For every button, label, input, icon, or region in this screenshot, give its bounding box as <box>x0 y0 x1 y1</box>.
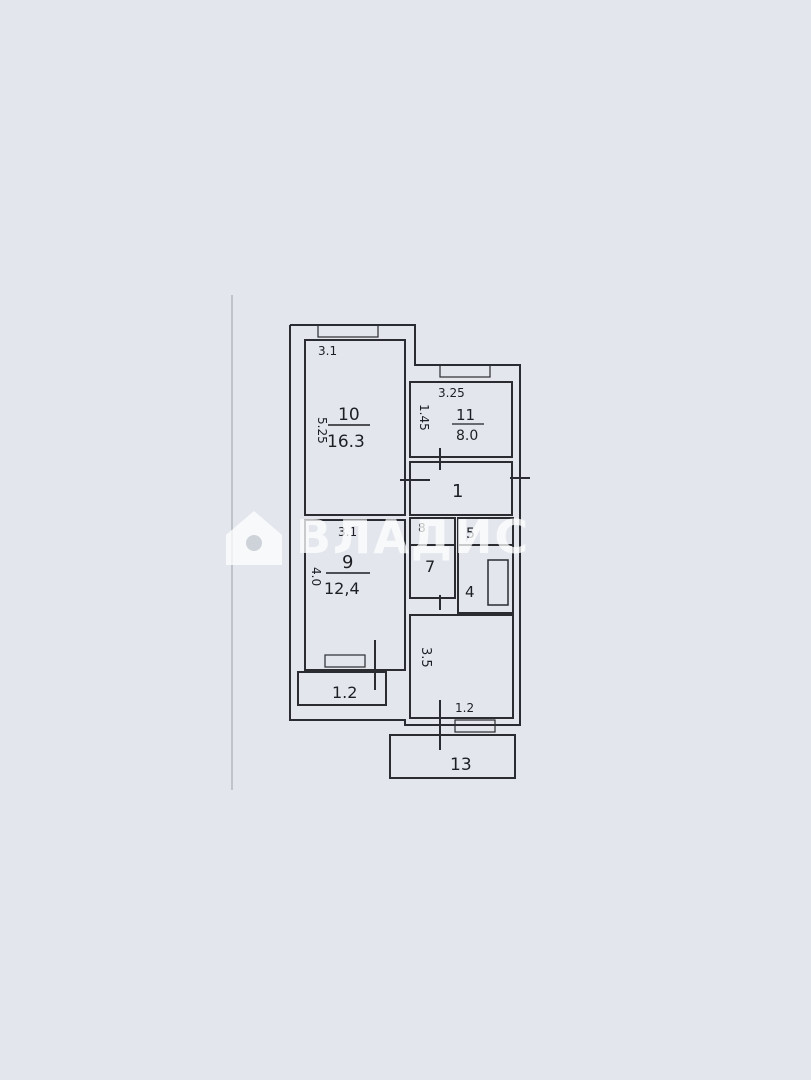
room-9-length: 4.0 <box>309 567 323 586</box>
balcony-12-label: 1.2 <box>332 683 357 702</box>
kitchen-length: 3.5 <box>418 647 433 668</box>
room-5-number: 5 <box>466 526 475 542</box>
balcony-13-number: 13 <box>450 755 472 775</box>
watermark-text: ВЛАДИС <box>296 510 531 564</box>
walls <box>231 295 530 790</box>
room-1-number: 1 <box>452 481 463 502</box>
room-10-number: 10 <box>338 405 360 425</box>
room-9-width: 3.1 <box>338 525 357 539</box>
room-11-area: 8.0 <box>456 428 478 444</box>
room-10-width: 3.1 <box>318 344 337 358</box>
room-9-area: 12,4 <box>324 579 360 598</box>
room-10-length: 5.25 <box>315 417 329 444</box>
kitchen-width: 1.2 <box>455 701 474 715</box>
room-7-number: 7 <box>425 557 435 576</box>
room-11-number: 11 <box>456 406 475 424</box>
room-8-number: 8 <box>418 521 426 535</box>
room-labels: 3.1 10 16.3 5.25 3.25 11 8.0 1.45 1 3.1 … <box>309 344 484 775</box>
room-10-area: 16.3 <box>327 432 365 452</box>
room-4-number: 4 <box>465 583 475 601</box>
room-11-width: 3.25 <box>438 386 465 400</box>
room-9-number: 9 <box>342 552 353 573</box>
watermark: ВЛАДИС <box>222 505 530 569</box>
room-11-length: 1.45 <box>417 404 431 431</box>
house-logo-icon <box>226 511 282 565</box>
